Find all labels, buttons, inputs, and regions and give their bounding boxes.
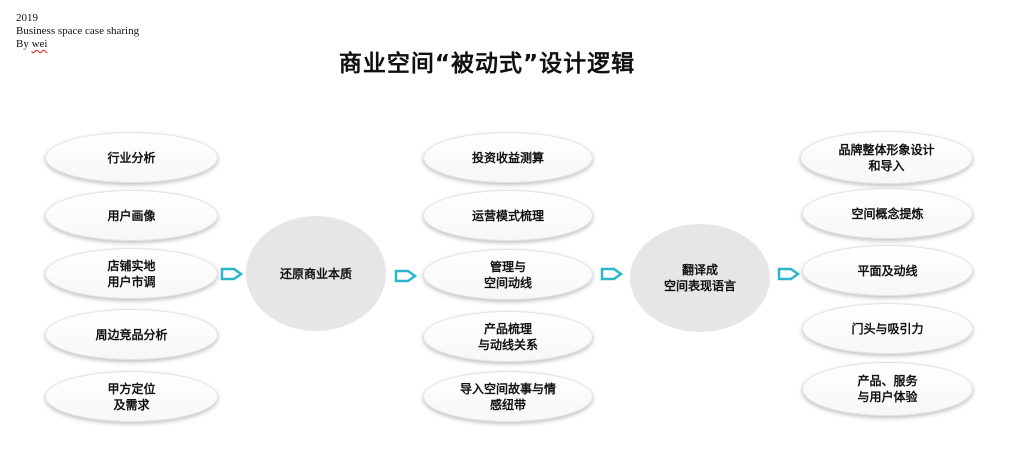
column-2-item-3: 管理与 空间动线 bbox=[423, 249, 593, 300]
arrow-4-icon bbox=[777, 267, 801, 281]
arrow-2-icon bbox=[394, 269, 418, 283]
column-1-item-1: 行业分析 bbox=[45, 132, 218, 183]
hub-restore-business-essence: 还原商业本质 bbox=[246, 216, 386, 331]
column-3-item-5: 产品、服务 与用户体验 bbox=[802, 362, 973, 416]
page-title: 商业空间“被动式”设计逻辑 bbox=[338, 51, 636, 77]
arrow-3-icon bbox=[600, 267, 624, 281]
column-3-item-1: 品牌整体形象设计 和导入 bbox=[800, 131, 973, 184]
column-3-item-2: 空间概念提炼 bbox=[802, 188, 973, 239]
header-author-prefix: By bbox=[16, 38, 32, 50]
header-year: 2019 bbox=[16, 12, 38, 24]
column-1-item-3: 店铺实地 用户市调 bbox=[45, 248, 218, 299]
column-2-item-2: 运营模式梳理 bbox=[423, 190, 593, 241]
header-author-name: wei bbox=[31, 38, 48, 50]
column-1-item-5: 甲方定位 及需求 bbox=[45, 371, 218, 422]
column-3-item-4: 门头与吸引力 bbox=[802, 303, 973, 354]
column-3-item-3: 平面及动线 bbox=[802, 245, 973, 296]
column-1-item-4: 周边竞品分析 bbox=[45, 309, 218, 360]
header-note: 2019 Business space case sharing By wei bbox=[16, 12, 139, 51]
column-2-item-5: 导入空间故事与情 感纽带 bbox=[423, 371, 593, 422]
arrow-1-icon bbox=[220, 267, 244, 281]
header-author: By wei bbox=[16, 38, 139, 51]
header-subtitle: Business space case sharing bbox=[16, 25, 140, 37]
hub-translate-spatial-language: 翻译成 空间表现语言 bbox=[630, 224, 770, 332]
column-2-item-1: 投资收益测算 bbox=[423, 132, 593, 183]
column-2-item-4: 产品梳理 与动线关系 bbox=[423, 311, 593, 362]
column-1-item-2: 用户画像 bbox=[45, 190, 218, 241]
